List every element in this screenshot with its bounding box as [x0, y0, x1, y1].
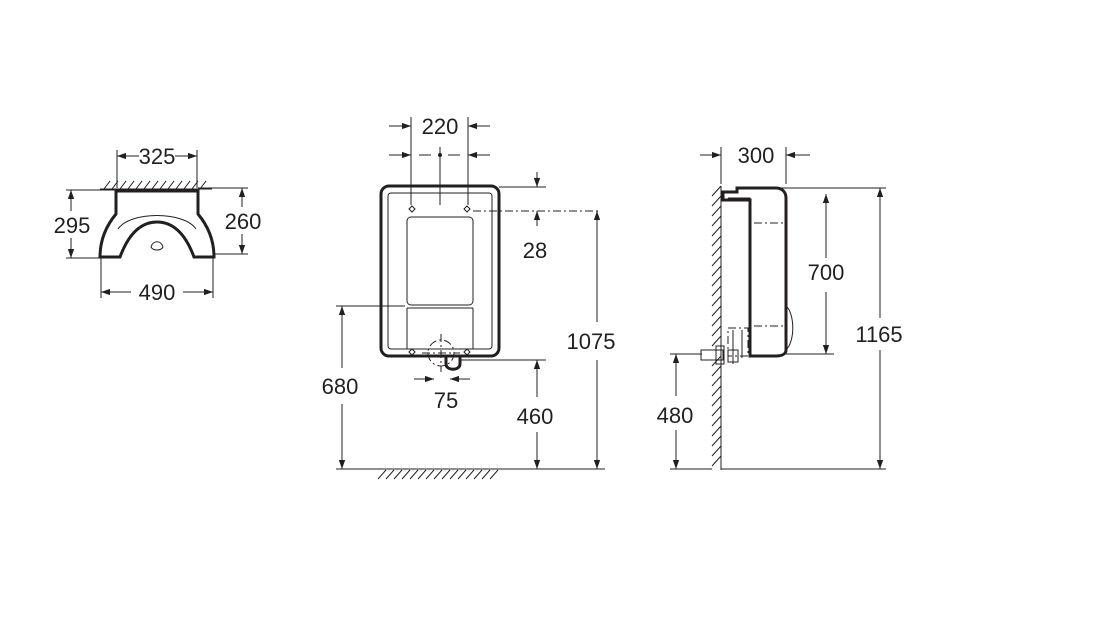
dim-outlet-diameter: 75	[434, 388, 458, 413]
side-view-plumbing	[700, 327, 749, 365]
side-view: 300 700 1165 480	[657, 143, 903, 470]
top-view-drain	[150, 241, 164, 251]
side-view-body	[721, 186, 788, 358]
front-view-inner-frame	[387, 192, 493, 350]
outlet-pipe	[444, 356, 462, 371]
dim-outlet-height: 460	[517, 404, 554, 429]
top-view: 325 295 260 490	[54, 144, 262, 305]
dim-inlet-height: 480	[657, 403, 694, 428]
dim-top-width: 325	[139, 144, 176, 169]
dim-top-depth-left: 295	[54, 213, 91, 238]
front-view: 220 28 1075 680 460 75	[322, 114, 616, 480]
dim-projection: 300	[738, 143, 775, 168]
dim-total-height: 1075	[567, 329, 616, 354]
dim-body-height: 700	[808, 260, 845, 285]
front-view-body	[379, 184, 501, 358]
front-view-rim-panel	[406, 216, 474, 306]
dim-top-offset: 28	[523, 238, 547, 263]
side-view-wall	[711, 185, 722, 470]
dim-fixing-spacing: 220	[422, 114, 459, 139]
top-view-bowl-outline	[98, 189, 216, 259]
front-view-floor	[336, 468, 605, 480]
dim-rim-height: 680	[322, 374, 359, 399]
dim-top-front-width: 490	[139, 280, 176, 305]
dim-overall-height: 1165	[855, 322, 902, 347]
dim-top-depth-right: 260	[225, 209, 262, 234]
fixing-points	[408, 205, 471, 356]
top-view-bowl-inner	[117, 215, 197, 230]
